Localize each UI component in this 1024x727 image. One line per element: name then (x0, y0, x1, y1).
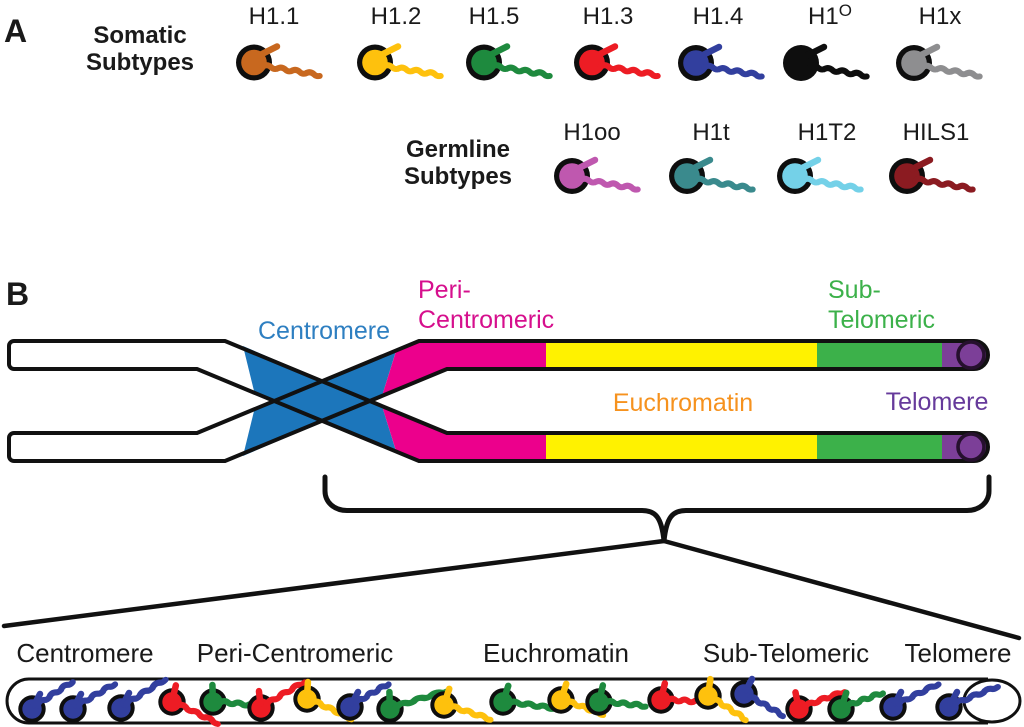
svg-text:H1x: H1x (919, 3, 962, 30)
svg-text:H1.5: H1.5 (469, 3, 520, 30)
svg-text:H1.2: H1.2 (371, 3, 422, 30)
svg-text:Subtypes: Subtypes (404, 163, 512, 190)
svg-text:Telomeric: Telomeric (828, 306, 935, 334)
svg-text:Peri-Centromeric: Peri-Centromeric (197, 638, 394, 668)
svg-text:H1T2: H1T2 (798, 119, 857, 146)
svg-text:H1.4: H1.4 (693, 3, 744, 30)
svg-text:Telomere: Telomere (886, 388, 989, 416)
svg-text:H1.3: H1.3 (583, 3, 634, 30)
svg-text:Telomere: Telomere (905, 638, 1012, 668)
svg-text:B: B (6, 276, 29, 312)
svg-text:H1oo: H1oo (563, 119, 620, 146)
svg-text:Centromere: Centromere (16, 638, 153, 668)
svg-text:Sub-: Sub- (828, 276, 881, 304)
svg-text:Centromere: Centromere (258, 317, 390, 345)
svg-text:H1t: H1t (692, 119, 730, 146)
svg-text:H1.1: H1.1 (249, 3, 300, 30)
svg-text:Centromeric: Centromeric (418, 306, 554, 334)
svg-text:A: A (4, 13, 27, 49)
svg-text:HILS1: HILS1 (903, 119, 970, 146)
svg-text:Peri-: Peri- (418, 276, 471, 304)
svg-text:Somatic: Somatic (93, 22, 186, 49)
svg-text:Euchromatin: Euchromatin (483, 638, 629, 668)
svg-text:Germline: Germline (406, 136, 510, 163)
svg-text:Euchromatin: Euchromatin (613, 389, 753, 417)
svg-text:Sub-Telomeric: Sub-Telomeric (703, 638, 869, 668)
svg-text:Subtypes: Subtypes (86, 49, 194, 76)
